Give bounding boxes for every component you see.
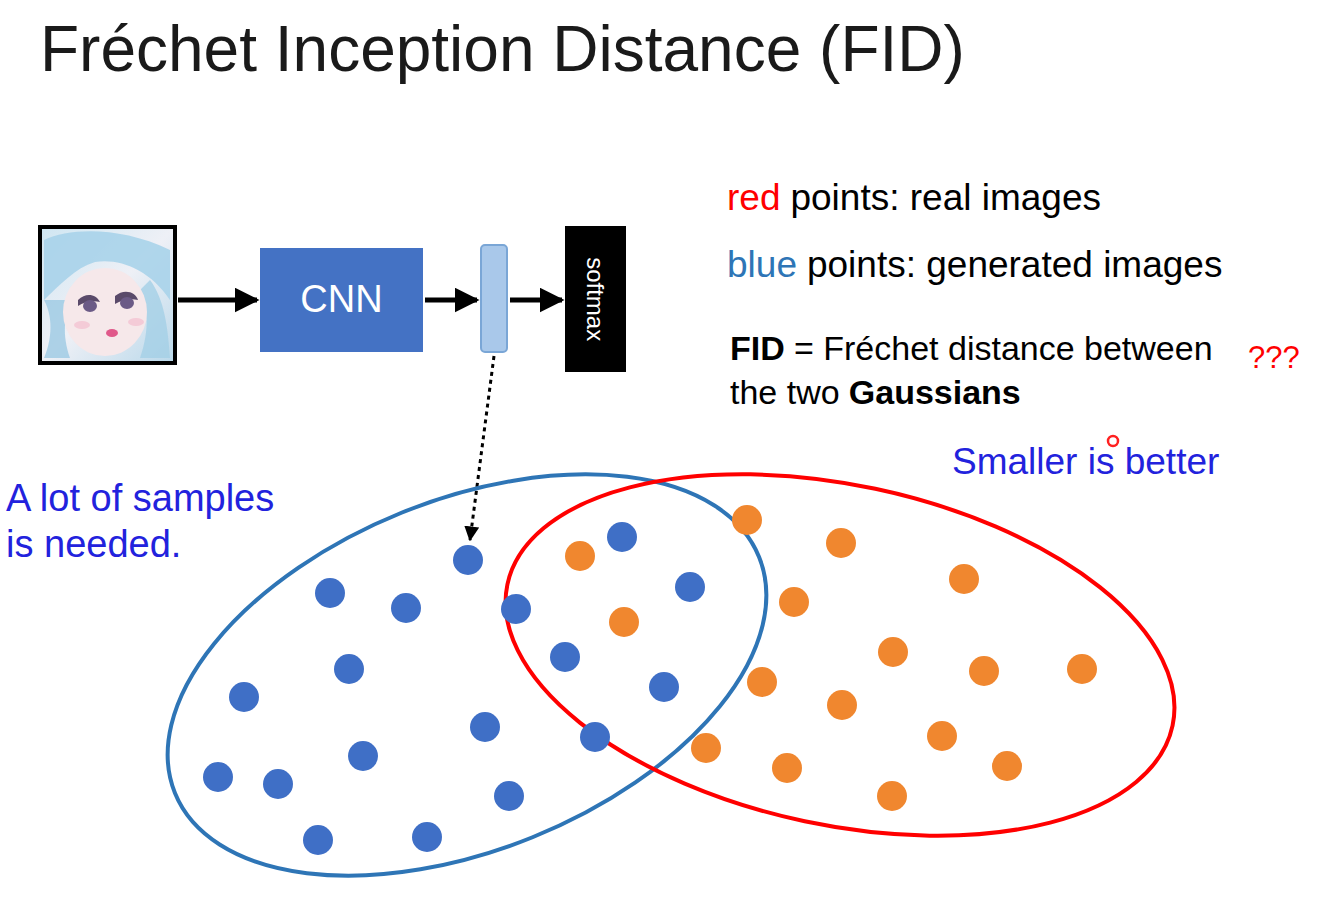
text-line: FID= Fréchet distance between the twoGau… [730, 326, 1220, 414]
annotation: red [727, 177, 780, 218]
real-point [949, 564, 979, 594]
points [203, 505, 1097, 855]
title: Fréchet Inception Distance (FID) [40, 12, 965, 86]
annotation: ??? [1248, 340, 1300, 376]
real-point [878, 637, 908, 667]
real-point [992, 751, 1022, 781]
flow-arrow [425, 298, 477, 303]
real-point [772, 753, 802, 783]
generated-point [315, 578, 345, 608]
generated-point [334, 654, 364, 684]
annotation: A lot of samples is needed. [6, 476, 296, 567]
generated-point [470, 712, 500, 742]
real-point [1067, 654, 1097, 684]
generated-point [580, 722, 610, 752]
real-point [827, 690, 857, 720]
annotation: points: generated images [807, 244, 1223, 285]
anime-image [40, 227, 175, 363]
real-point [732, 505, 762, 535]
generated-point [675, 572, 705, 602]
generated-point [453, 545, 483, 575]
softmax-box: softmax [565, 226, 626, 372]
real-point [826, 528, 856, 558]
annotation: Gaussians [849, 373, 1021, 411]
generated-point [229, 682, 259, 712]
text-line: redpoints: real images [727, 176, 1111, 220]
generated-point [607, 522, 637, 552]
generated-ellipse [109, 395, 824, 908]
feature-vector [481, 245, 507, 352]
generated-point [348, 741, 378, 771]
real-point [609, 607, 639, 637]
real-point [927, 721, 957, 751]
process-box: CNN [260, 248, 423, 352]
text-line: bluepoints: generated images [727, 243, 1232, 287]
real-ellipse [472, 418, 1208, 892]
real-point [779, 587, 809, 617]
generated-point [203, 762, 233, 792]
generated-point [263, 769, 293, 799]
annotation: points: real images [790, 177, 1101, 218]
annotation: Smaller is better [952, 441, 1219, 483]
generated-point [649, 672, 679, 702]
real-point [747, 667, 777, 697]
generated-point [391, 593, 421, 623]
real-point [877, 781, 907, 811]
real-point [565, 541, 595, 571]
annotation: FID [730, 329, 785, 367]
real-point [691, 733, 721, 763]
generated-point [501, 594, 531, 624]
generated-point [550, 642, 580, 672]
dotted-arrow [470, 356, 494, 540]
generated-point [412, 822, 442, 852]
annotation: blue [727, 244, 797, 285]
generated-point [303, 825, 333, 855]
node-label: softmax [582, 257, 608, 341]
generated-point [494, 781, 524, 811]
flow-arrow [510, 298, 562, 303]
node-label: CNN [300, 279, 382, 321]
flow-arrow [178, 298, 257, 303]
real-point [969, 656, 999, 686]
